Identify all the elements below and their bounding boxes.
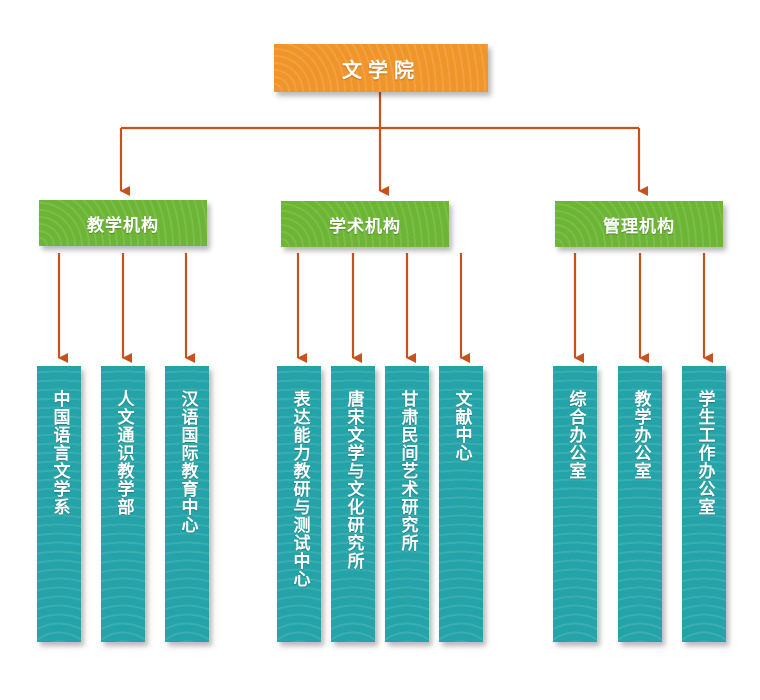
leaf-label: 学生工作办公室 [694, 390, 715, 516]
leaf-node: 人文通识教学部 [101, 366, 145, 642]
leaf-label: 中国语言文学系 [49, 390, 70, 516]
leaf-node: 文献中心 [439, 366, 483, 642]
leaf-node: 综合办公室 [553, 366, 597, 642]
category-node-teaching: 教学机构 [39, 200, 207, 246]
leaf-label: 人文通识教学部 [113, 390, 134, 516]
leaf-node: 中国语言文学系 [37, 366, 81, 642]
leaf-node: 教学办公室 [618, 366, 662, 642]
category-label: 管理机构 [603, 216, 675, 237]
leaf-label: 唐宋文学与文化研究所 [343, 390, 364, 570]
category-label: 教学机构 [87, 215, 159, 236]
leaf-label: 综合办公室 [565, 390, 586, 480]
leaf-node: 表达能力教研与测试中心 [277, 366, 321, 642]
leaf-label: 教学办公室 [630, 390, 651, 480]
leaf-label: 表达能力教研与测试中心 [289, 390, 310, 588]
leaf-label: 文献中心 [451, 390, 472, 462]
leaf-node: 甘肃民间艺术研究所 [385, 366, 429, 642]
leaf-node: 学生工作办公室 [682, 366, 726, 642]
root-node-college: 文学院 [274, 44, 488, 92]
leaf-node: 汉语国际教育中心 [165, 366, 209, 642]
leaf-label: 甘肃民间艺术研究所 [397, 390, 418, 552]
category-node-academic: 学术机构 [281, 201, 449, 247]
category-node-management: 管理机构 [555, 201, 723, 247]
leaf-label: 汉语国际教育中心 [177, 390, 198, 534]
leaf-node: 唐宋文学与文化研究所 [331, 366, 375, 642]
category-label: 学术机构 [329, 216, 401, 237]
root-label: 文学院 [342, 57, 420, 82]
